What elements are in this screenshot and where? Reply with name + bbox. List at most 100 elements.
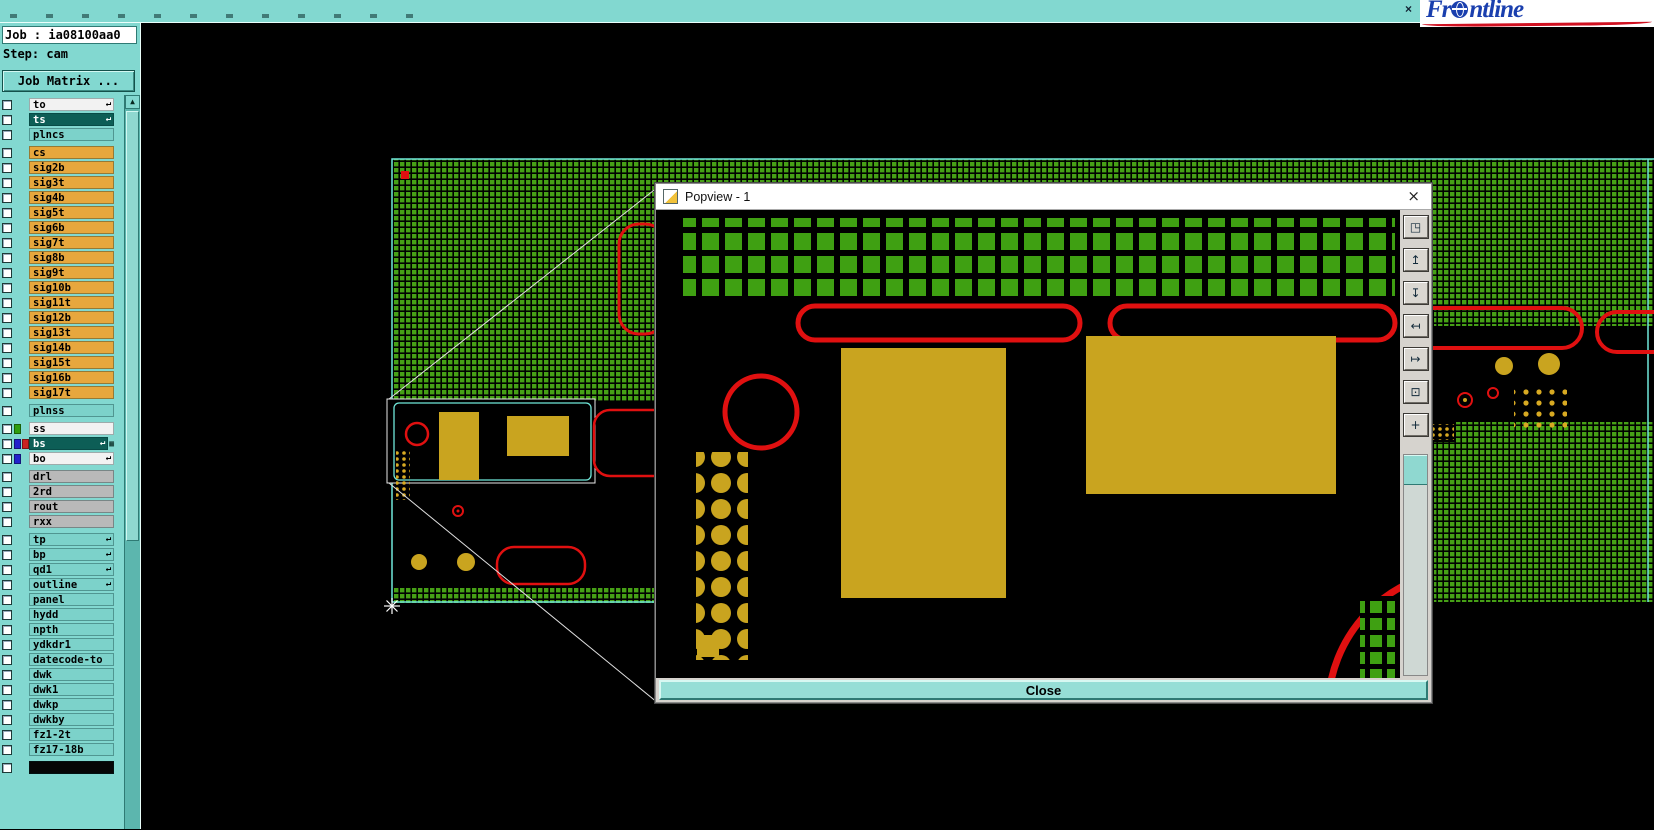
layer-visibility-checkbox[interactable] [2,312,12,323]
popview-tool-scroll-right[interactable]: ↦ [1403,348,1428,370]
layer-visibility-checkbox[interactable] [2,486,12,497]
layer-label[interactable]: plnss [29,404,114,417]
layer-visibility-checkbox[interactable] [2,99,12,110]
layer-visibility-checkbox[interactable] [2,609,12,620]
layer-label[interactable]: dwk [29,668,114,681]
layer-label[interactable]: sig4b [29,191,114,204]
layer-visibility-checkbox[interactable] [2,147,12,158]
layer-visibility-checkbox[interactable] [2,327,12,338]
layer-visibility-checkbox[interactable] [2,729,12,740]
layer-visibility-checkbox[interactable] [2,387,12,398]
layer-visibility-checkbox[interactable] [2,438,12,449]
window-close-icon[interactable]: × [1404,2,1412,16]
layer-visibility-checkbox[interactable] [2,342,12,353]
menu-bar[interactable]: × [0,0,1420,23]
layer-label[interactable]: sig5t [29,206,114,219]
layer-label[interactable]: tp↵ [29,533,114,546]
layer-label[interactable]: sig14b [29,341,114,354]
layer-visibility-checkbox[interactable] [2,129,12,140]
layer-label[interactable]: npth [29,623,114,636]
job-matrix-button[interactable]: Job Matrix ... [2,70,135,92]
popview-canvas[interactable] [656,210,1400,678]
layer-visibility-checkbox[interactable] [2,222,12,233]
layer-label[interactable]: drl [29,470,114,483]
layer-label[interactable]: sig12b [29,311,114,324]
popview-title-bar[interactable]: Popview - 1 × [656,184,1431,210]
popview-tool-scroll-up[interactable]: ↥ [1403,249,1428,271]
layer-label[interactable]: panel [29,593,114,606]
popview-tool-pan[interactable]: + [1403,414,1428,436]
layer-label[interactable]: sig8b [29,251,114,264]
popview-tool-detach-view[interactable]: ◳ [1403,216,1428,238]
layer-label[interactable]: fz17-18b [29,743,114,756]
layer-visibility-checkbox[interactable] [2,684,12,695]
layer-visibility-checkbox[interactable] [2,252,12,263]
layer-label[interactable]: hydd [29,608,114,621]
layer-visibility-checkbox[interactable] [2,114,12,125]
layer-visibility-checkbox[interactable] [2,699,12,710]
layer-label[interactable]: sig6b [29,221,114,234]
layer-label[interactable]: plncs [29,128,114,141]
layer-label[interactable]: datecode-to [29,653,114,666]
layer-visibility-checkbox[interactable] [2,594,12,605]
layer-visibility-checkbox[interactable] [2,516,12,527]
layer-label[interactable]: dwkby [29,713,114,726]
sidebar-scrollbar[interactable]: ▲ [124,95,140,829]
layer-visibility-checkbox[interactable] [2,501,12,512]
layer-label[interactable]: sig15t [29,356,114,369]
layer-visibility-checkbox[interactable] [2,639,12,650]
popview-tool-scroll-down[interactable]: ↧ [1403,282,1428,304]
layer-label[interactable]: sig17t [29,386,114,399]
layer-label[interactable]: sig7t [29,236,114,249]
layer-visibility-checkbox[interactable] [2,192,12,203]
layer-label[interactable]: sig11t [29,296,114,309]
layer-label[interactable]: rxx [29,515,114,528]
layer-label[interactable]: dwk1 [29,683,114,696]
layer-visibility-checkbox[interactable] [2,624,12,635]
layer-label[interactable]: ss [29,422,114,435]
popview-close-button[interactable]: Close [659,680,1428,700]
layer-visibility-checkbox[interactable] [2,549,12,560]
layer-label[interactable]: sig10b [29,281,114,294]
layer-label[interactable]: dwkp [29,698,114,711]
layer-visibility-checkbox[interactable] [2,162,12,173]
layer-label[interactable]: bp↵ [29,548,114,561]
layer-visibility-checkbox[interactable] [2,534,12,545]
layer-visibility-checkbox[interactable] [2,654,12,665]
layer-label[interactable]: ydkdr1 [29,638,114,651]
layer-visibility-checkbox[interactable] [2,564,12,575]
layer-label[interactable]: sig13t [29,326,114,339]
layer-label[interactable]: sig3t [29,176,114,189]
layer-label[interactable]: ts↵ [29,113,114,126]
layer-label[interactable]: rout [29,500,114,513]
layer-label[interactable]: qd1↵ [29,563,114,576]
layer-visibility-checkbox[interactable] [2,744,12,755]
scroll-up-arrow-icon[interactable]: ▲ [125,95,140,109]
layer-visibility-checkbox[interactable] [2,372,12,383]
popview-tool-zoom-fit[interactable]: ⊡ [1403,381,1428,403]
layer-label[interactable]: 2rd [29,485,114,498]
layer-visibility-checkbox[interactable] [2,405,12,416]
layer-visibility-checkbox[interactable] [2,207,12,218]
layer-visibility-checkbox[interactable] [2,267,12,278]
popview-scrollbar[interactable] [1403,454,1428,676]
scrollbar-thumb[interactable] [126,111,139,541]
layer-label[interactable]: to↵ [29,98,114,111]
layer-visibility-checkbox[interactable] [2,762,12,773]
layer-visibility-checkbox[interactable] [2,282,12,293]
layer-visibility-checkbox[interactable] [2,237,12,248]
layer-visibility-checkbox[interactable] [2,297,12,308]
layer-label[interactable]: bs↵ [29,437,109,450]
popview-close-icon[interactable]: × [1407,187,1420,205]
layer-visibility-checkbox[interactable] [2,357,12,368]
layer-label[interactable]: sig16b [29,371,114,384]
popview-tool-scroll-left[interactable]: ↤ [1403,315,1428,337]
layer-label[interactable]: cs [29,146,114,159]
layer-visibility-checkbox[interactable] [2,669,12,680]
layer-visibility-checkbox[interactable] [2,471,12,482]
layer-visibility-checkbox[interactable] [2,177,12,188]
layer-label[interactable] [29,761,114,774]
popview-scrollbar-thumb[interactable] [1404,455,1427,485]
layer-visibility-checkbox[interactable] [2,714,12,725]
layer-label[interactable]: bo↵ [29,452,114,465]
